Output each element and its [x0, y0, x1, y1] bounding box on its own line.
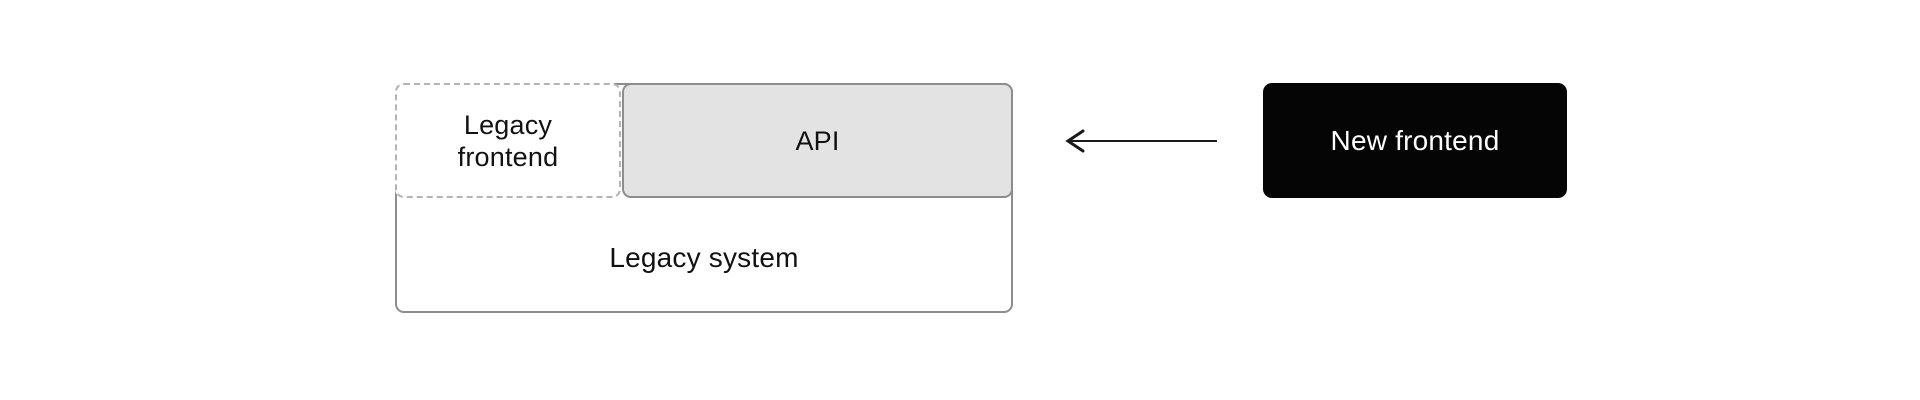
new-frontend-box: New frontend: [1263, 83, 1567, 198]
api-box: API: [622, 83, 1013, 198]
legacy-frontend-label: Legacy frontend: [457, 109, 559, 172]
legacy-system-label: Legacy system: [609, 242, 799, 273]
legacy-frontend-box: Legacy frontend: [395, 83, 621, 198]
left-arrow-icon: [1065, 129, 1217, 153]
api-label: API: [795, 125, 840, 156]
new-frontend-label: New frontend: [1330, 124, 1500, 156]
legacy-system-box: Legacy frontend API Legacy system: [395, 83, 1013, 313]
